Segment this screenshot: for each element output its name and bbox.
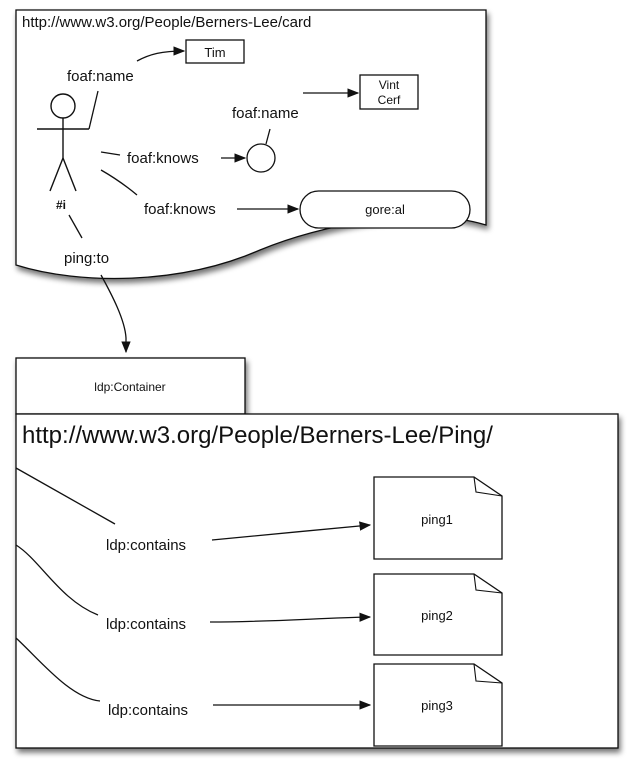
document-ping2: ping2 bbox=[373, 573, 503, 656]
contains-edge-start-2 bbox=[15, 544, 99, 616]
name-value-box: Tim bbox=[185, 39, 245, 64]
friend-name-line1: Vint bbox=[379, 78, 400, 92]
ping-predicate: ping:to bbox=[64, 250, 109, 267]
friend2-node: gore:al bbox=[299, 190, 471, 229]
name-arrow bbox=[136, 46, 186, 62]
container-url: http://www.w3.org/People/Berners-Lee/Pin… bbox=[22, 422, 493, 449]
container-box: http://www.w3.org/People/Berners-Lee/Pin… bbox=[15, 413, 619, 749]
ping-edge-start bbox=[68, 214, 83, 239]
person-label: #i bbox=[56, 198, 66, 212]
ping-arrow bbox=[100, 274, 131, 354]
card-url: http://www.w3.org/People/Berners-Lee/car… bbox=[22, 14, 311, 31]
friend-name-box: Vint Cerf bbox=[359, 74, 419, 110]
name-value: Tim bbox=[204, 45, 225, 60]
contains-predicate-2: ldp:contains bbox=[106, 616, 186, 633]
document-ping3: ping3 bbox=[373, 663, 503, 747]
contains-edge-start-1 bbox=[15, 467, 116, 525]
knows-predicate-2: foaf:knows bbox=[144, 201, 216, 218]
contains-edge-start-3 bbox=[15, 637, 101, 702]
container-type-label: ldp:Container bbox=[94, 380, 165, 394]
contains-predicate-3: ldp:contains bbox=[108, 702, 188, 719]
friend-name-line2: Cerf bbox=[378, 93, 401, 107]
document-ping1: ping1 bbox=[373, 476, 503, 560]
friend-name-predicate: foaf:name bbox=[232, 105, 299, 122]
contains-arrow-2 bbox=[209, 612, 372, 623]
card-document: http://www.w3.org/People/Berners-Lee/car… bbox=[15, 9, 487, 280]
name-predicate: foaf:name bbox=[67, 68, 134, 85]
knows-edge-start-2 bbox=[100, 169, 138, 196]
name-edge-start bbox=[88, 90, 99, 130]
person-icon bbox=[37, 93, 89, 192]
ping3-label: ping3 bbox=[421, 698, 453, 713]
friend2-value: gore:al bbox=[365, 202, 405, 217]
ping1-label: ping1 bbox=[421, 512, 453, 527]
contains-predicate-1: ldp:contains bbox=[106, 537, 186, 554]
contains-arrow-1 bbox=[211, 521, 372, 541]
knows-predicate-1: foaf:knows bbox=[127, 150, 199, 167]
knows-edge-start-1 bbox=[100, 151, 121, 156]
ping2-label: ping2 bbox=[421, 608, 453, 623]
friend-name-edge-start bbox=[265, 128, 271, 145]
container-type-box: ldp:Container bbox=[15, 357, 246, 415]
blank-node bbox=[246, 143, 276, 173]
